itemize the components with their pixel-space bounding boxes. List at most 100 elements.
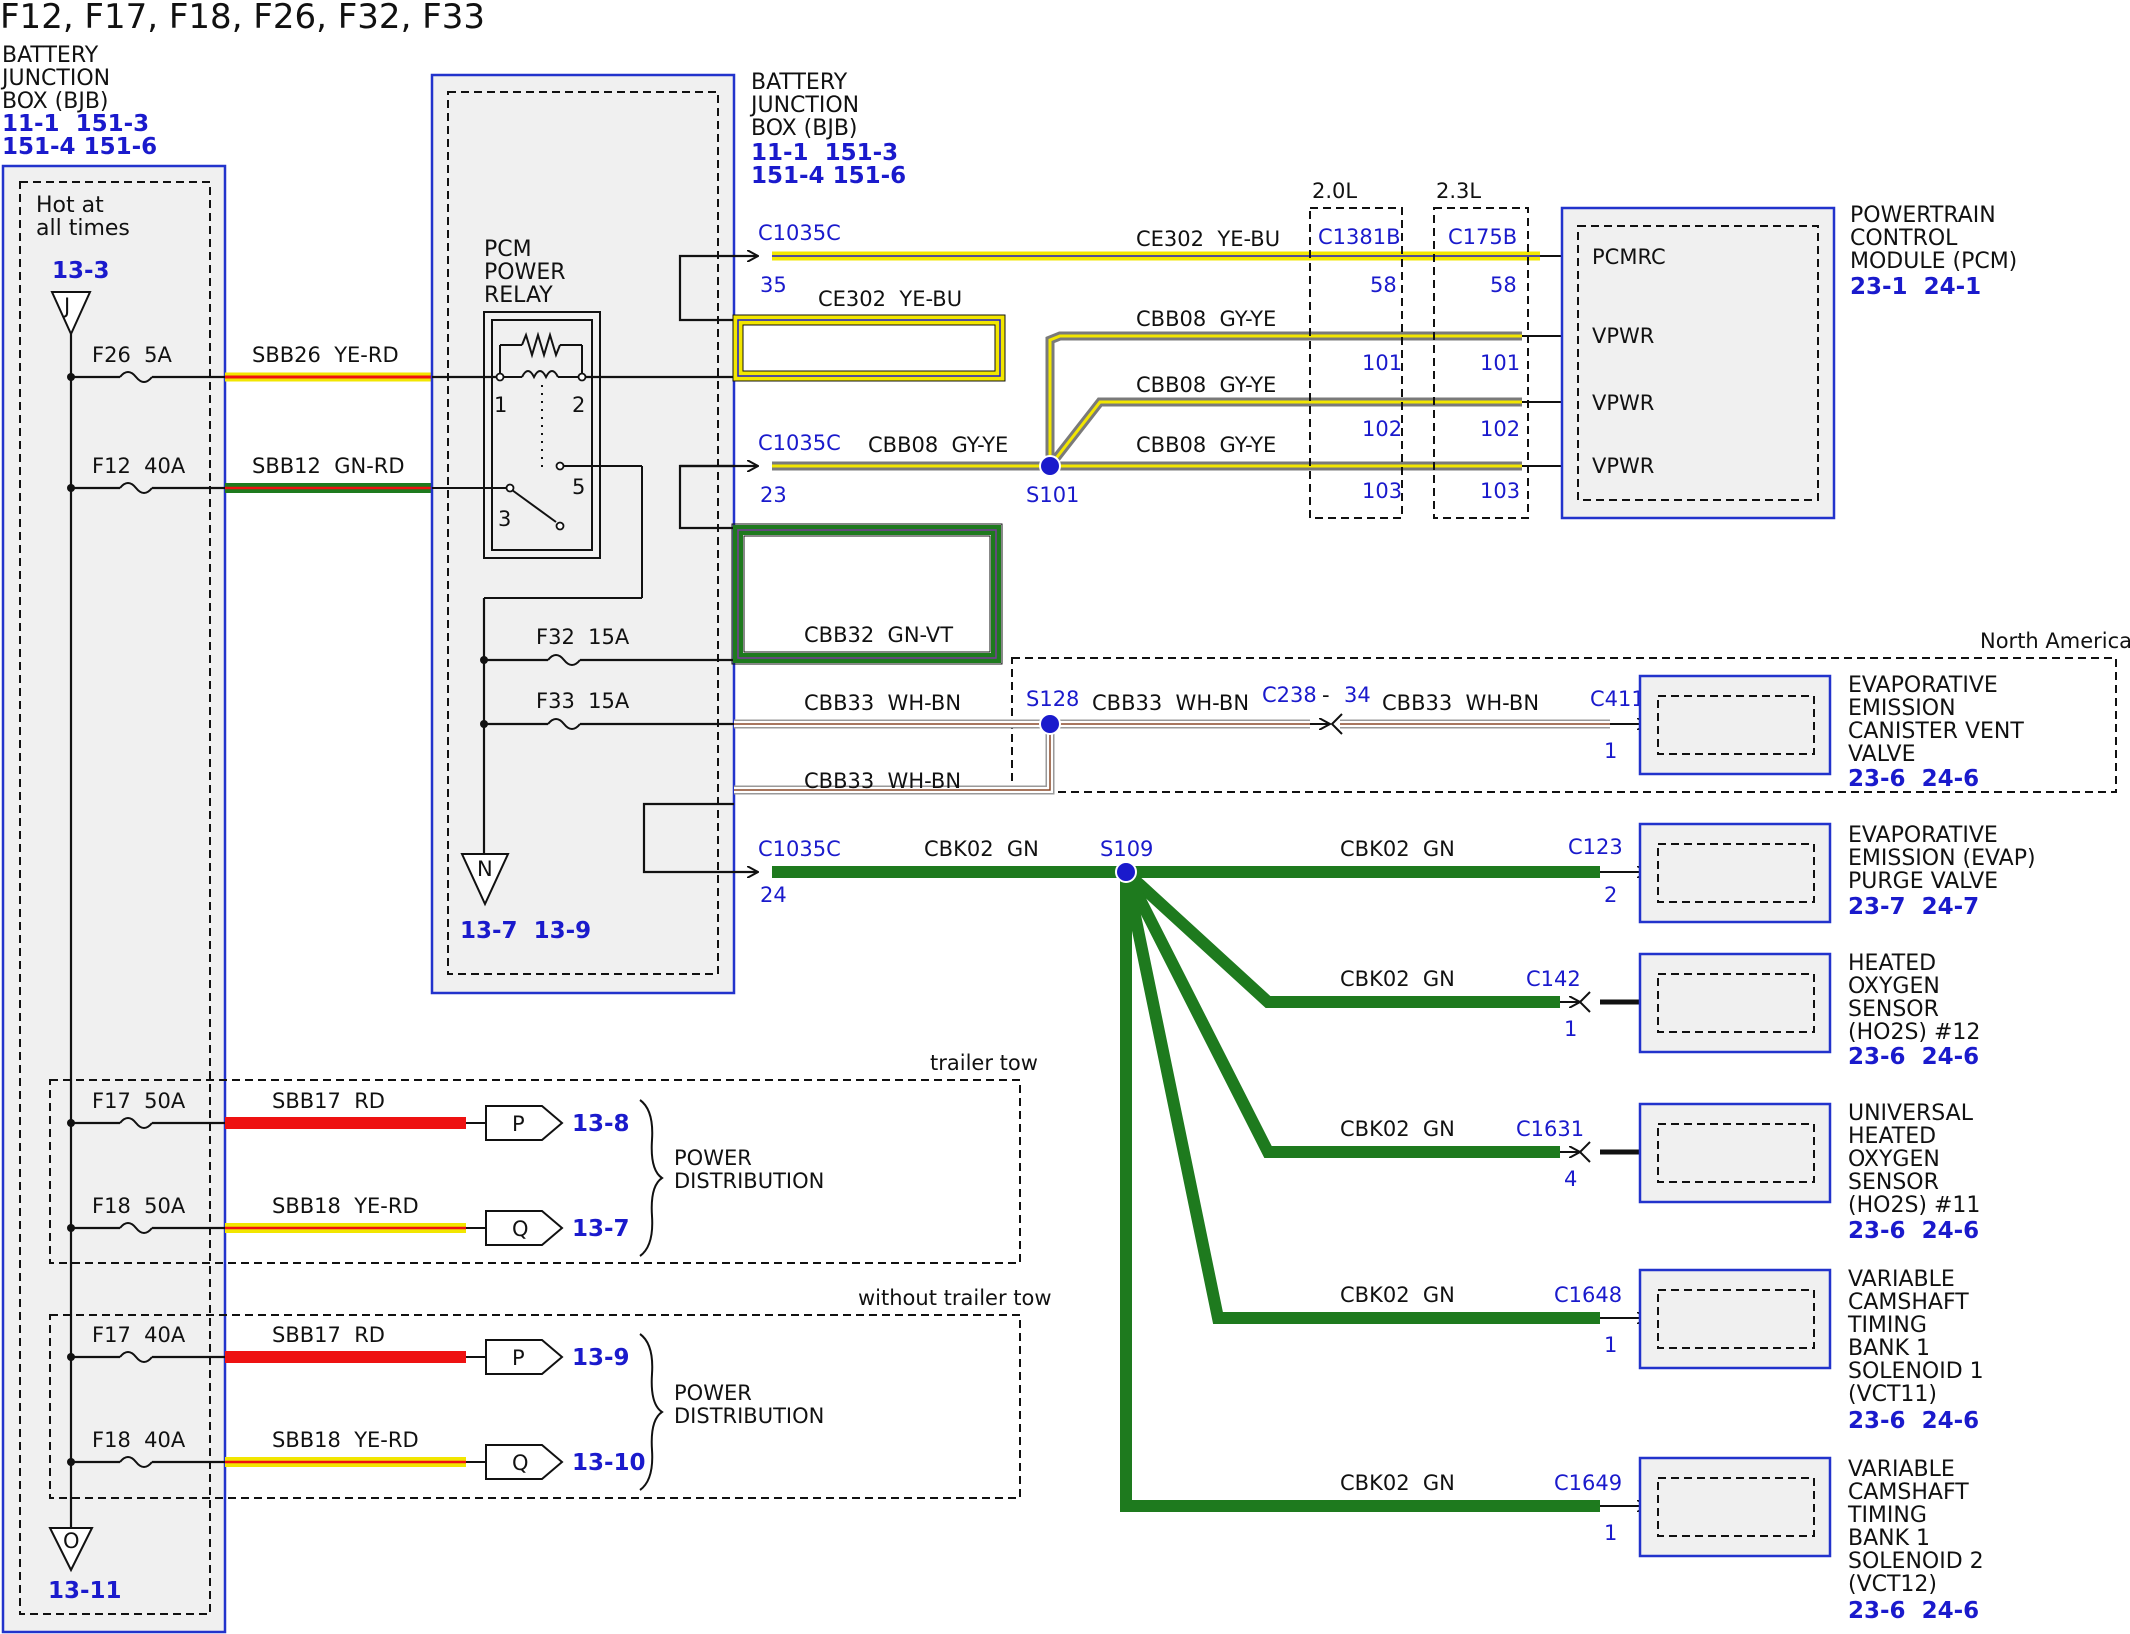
component-evap-vent: EVAPORATIVE EMISSION CANISTER VENT VALVE… (1638, 673, 2024, 792)
svg-text:13-8: 13-8 (572, 1111, 630, 1137)
wire-sbb18-40: SBB18 YE-RD (225, 1428, 466, 1467)
without-trailer-tow-region (49, 1314, 1021, 1499)
svg-text:all times: all times (36, 216, 130, 241)
trailer-tow-region (49, 1079, 1021, 1264)
svg-text:J: J (62, 294, 70, 318)
svg-text:CBB08 GY-YE: CBB08 GY-YE (1136, 373, 1276, 397)
svg-text:C238: C238 (1262, 683, 1317, 707)
svg-text:SBB12 GN-RD: SBB12 GN-RD (252, 454, 405, 478)
svg-text:11-1 151-3: 11-1 151-3 (2, 111, 149, 137)
svg-text:CBB32 GN-VT: CBB32 GN-VT (804, 623, 953, 647)
wire-sbb12: SBB12 GN-RD (225, 454, 432, 493)
svg-text:DISTRIBUTION: DISTRIBUTION (674, 1169, 824, 1193)
svg-text:CANISTER VENT: CANISTER VENT (1848, 719, 2024, 744)
bjb-right-box (430, 73, 736, 995)
svg-text:35: 35 (760, 273, 787, 297)
svg-text:(VCT12): (VCT12) (1848, 1572, 1937, 1597)
svg-text:C1648: C1648 (1554, 1283, 1622, 1307)
svg-text:102: 102 (1362, 417, 1402, 441)
svg-text:1: 1 (494, 393, 507, 417)
svg-text:VALVE: VALVE (1848, 742, 1915, 767)
svg-text:OXYGEN: OXYGEN (1848, 1147, 1940, 1172)
left-fuses: F26 5A F12 40A F17 50A F18 50A F17 40A F… (67, 343, 225, 1468)
svg-text:C1035C: C1035C (758, 837, 841, 861)
svg-text:23-6 24-6: 23-6 24-6 (1848, 1044, 1979, 1070)
svg-text:2: 2 (572, 393, 585, 417)
svg-text:2.3L: 2.3L (1436, 179, 1481, 203)
svg-text:JUNCTION: JUNCTION (749, 93, 859, 118)
svg-text:23-1 24-1: 23-1 24-1 (1850, 274, 1981, 300)
svg-text:HEATED: HEATED (1848, 1124, 1936, 1149)
pin35-loop (678, 256, 758, 322)
bjb-right-inner (447, 91, 719, 975)
svg-text:C123: C123 (1568, 835, 1623, 859)
svg-text:C142: C142 (1526, 967, 1581, 991)
svg-text:151-4 151-6: 151-4 151-6 (751, 163, 906, 189)
svg-text:CBB33 WH-BN: CBB33 WH-BN (804, 769, 961, 793)
trailer-tow-label: trailer tow (930, 1051, 1038, 1075)
power-dist-connectors: P 13-8 Q 13-7 P 13-9 Q 13-10 POWER DISTR… (466, 1099, 824, 1491)
svg-text:1: 1 (1564, 1017, 1577, 1041)
svg-text:23-7 24-7: 23-7 24-7 (1848, 894, 1979, 920)
svg-text:C175B: C175B (1448, 225, 1517, 249)
svg-text:CBB33 WH-BN: CBB33 WH-BN (804, 691, 961, 715)
svg-text:4: 4 (1564, 1167, 1577, 1191)
svg-text:CAMSHAFT: CAMSHAFT (1848, 1480, 1969, 1505)
svg-text:SBB17 RD: SBB17 RD (272, 1323, 385, 1347)
splice-s128 (1039, 713, 1061, 735)
svg-text:SBB26 YE-RD: SBB26 YE-RD (252, 343, 399, 367)
svg-text:CBK02 GN: CBK02 GN (1340, 1117, 1455, 1141)
svg-text:P: P (512, 1346, 525, 1370)
svg-text:HEATED: HEATED (1848, 951, 1936, 976)
bjb-left-label: BATTERY JUNCTION BOX (BJB) 11-1 151-3 15… (0, 43, 157, 160)
svg-text:CBK02 GN: CBK02 GN (924, 837, 1039, 861)
right-fuses: F32 15A F33 15A N 13-7 13-9 (460, 598, 734, 944)
engine-2-3l-box (1433, 207, 1529, 519)
svg-text:CBK02 GN: CBK02 GN (1340, 1283, 1455, 1307)
component-vct11: VARIABLE CAMSHAFT TIMING BANK 1 SOLENOID… (1638, 1267, 1984, 1434)
wire-cbk02 (772, 866, 1600, 1512)
svg-text:BANK 1: BANK 1 (1848, 1336, 1930, 1361)
svg-text:(VCT11): (VCT11) (1848, 1382, 1937, 1407)
svg-text:SENSOR: SENSOR (1848, 997, 1939, 1022)
svg-text:S101: S101 (1026, 483, 1079, 507)
svg-text:CBK02 GN: CBK02 GN (1340, 967, 1455, 991)
svg-text:BOX (BJB): BOX (BJB) (2, 89, 109, 114)
svg-text:BATTERY: BATTERY (2, 43, 99, 68)
svg-text:11-1 151-3: 11-1 151-3 (751, 140, 898, 166)
svg-text:BATTERY: BATTERY (751, 70, 848, 95)
svg-text:CBB08 GY-YE: CBB08 GY-YE (1136, 433, 1276, 457)
svg-text:103: 103 (1480, 479, 1520, 503)
svg-text:DISTRIBUTION: DISTRIBUTION (674, 1404, 824, 1428)
svg-text:F26 5A: F26 5A (92, 343, 173, 367)
svg-text:F33 15A: F33 15A (536, 689, 630, 713)
svg-text:N: N (477, 857, 493, 881)
svg-text:CBK02 GN: CBK02 GN (1340, 837, 1455, 861)
svg-text:C1035C: C1035C (758, 431, 841, 455)
svg-text:POWER: POWER (674, 1381, 752, 1405)
svg-text:CAMSHAFT: CAMSHAFT (1848, 1290, 1969, 1315)
svg-text:CBK02 GN: CBK02 GN (1340, 1471, 1455, 1495)
svg-text:Q: Q (512, 1451, 529, 1475)
svg-text:EVAPORATIVE: EVAPORATIVE (1848, 673, 1998, 698)
bjb-left-box (1, 164, 227, 1634)
svg-text:BANK 1: BANK 1 (1848, 1526, 1930, 1551)
bjb-left-inner (19, 181, 211, 1615)
svg-text:BOX (BJB): BOX (BJB) (751, 116, 858, 141)
wire-sbb26: SBB26 YE-RD (225, 343, 432, 382)
svg-text:C1035C: C1035C (758, 221, 841, 245)
wire-sbb18-50: SBB18 YE-RD (225, 1194, 466, 1233)
svg-text:23-6 24-6: 23-6 24-6 (1848, 766, 1979, 792)
svg-text:EVAPORATIVE: EVAPORATIVE (1848, 823, 1998, 848)
wire-ce302-loop: CE302 YE-BU (732, 287, 1006, 382)
svg-text:POWER: POWER (674, 1146, 752, 1170)
svg-text:S109: S109 (1100, 837, 1153, 861)
page-title: F12, F17, F18, F26, F32, F33 (0, 0, 485, 37)
splice-s101 (1039, 455, 1061, 477)
svg-text:O: O (63, 1529, 80, 1553)
svg-text:POWERTRAIN: POWERTRAIN (1850, 203, 1996, 228)
wire-cbb33: CBB33 WH-BN CBB33 WH-BN CBB33 WH-BN CBB3… (734, 691, 1648, 795)
svg-text:101: 101 (1480, 351, 1520, 375)
wire-sbb17-40: SBB17 RD (225, 1323, 466, 1363)
svg-text:(HO2S) #11: (HO2S) #11 (1848, 1193, 1980, 1218)
